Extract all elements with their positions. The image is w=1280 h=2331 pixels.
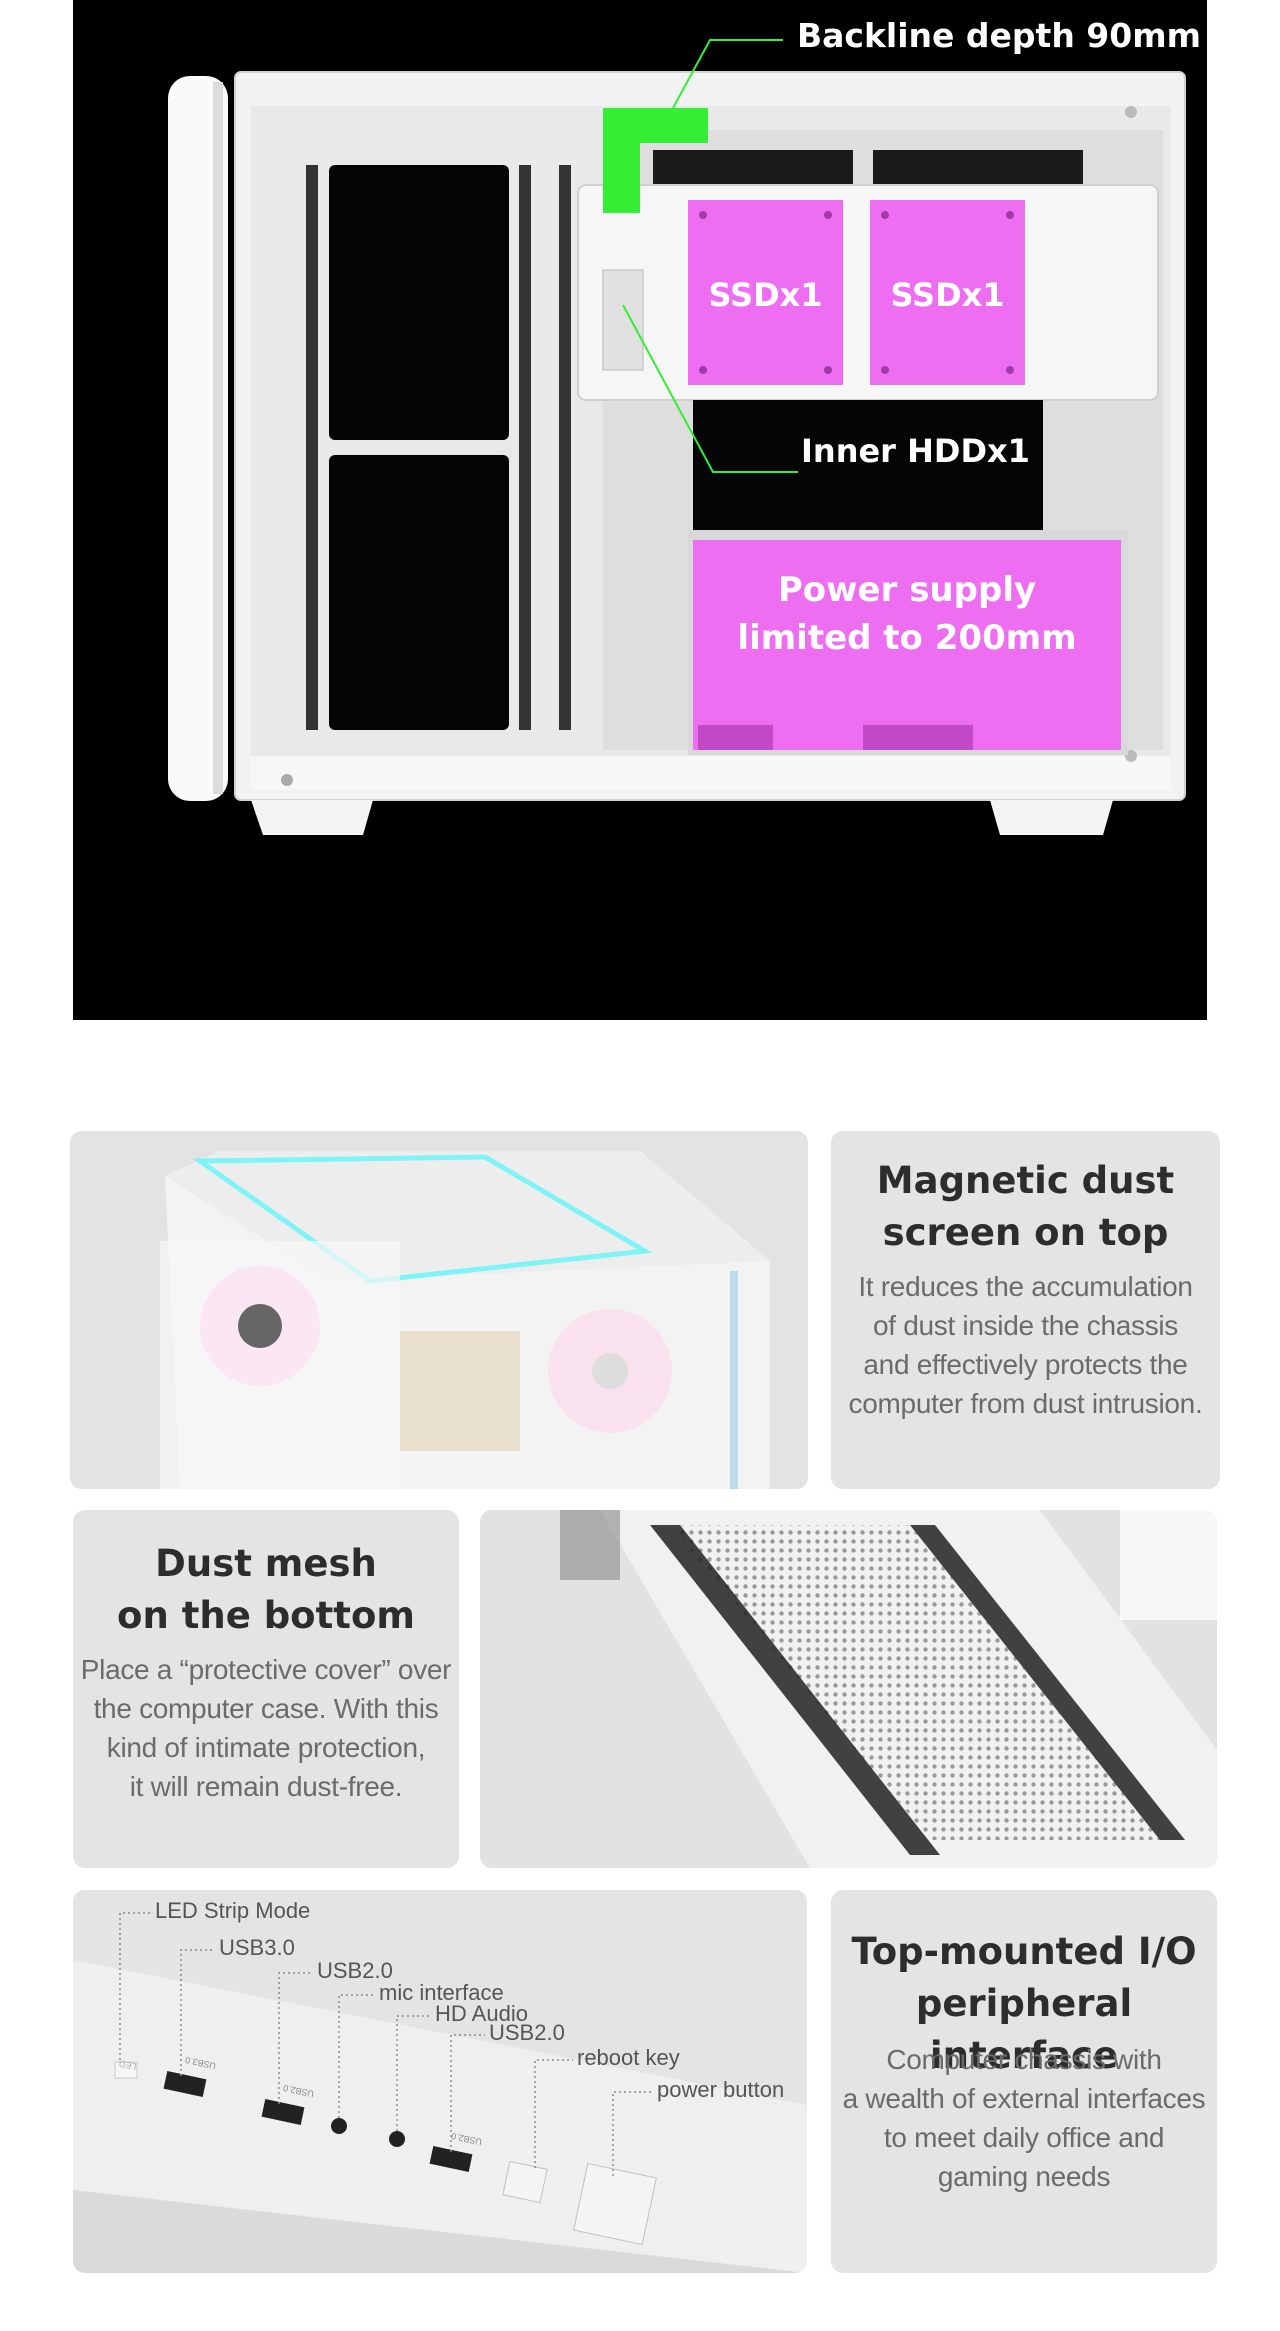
psu-area — [693, 540, 1121, 750]
usb2-port-b — [429, 2146, 473, 2172]
io-text-card: Top-mounted I/O peripheral interface Com… — [831, 1890, 1217, 2273]
dust-mesh-title: Dust mesh on the bottom — [117, 1542, 415, 1637]
led-button — [114, 2061, 138, 2079]
ssd-bracket — [577, 184, 1159, 401]
ssd-slot-a — [688, 200, 843, 385]
psu-label: Power supply limited to 200mm — [693, 566, 1121, 662]
io-label-reboot: reboot key — [577, 2045, 680, 2070]
io-label-usb2b: USB2.0 — [489, 2020, 565, 2045]
usb3-port — [163, 2071, 207, 2097]
io-label-led: LED Strip Mode — [155, 1898, 311, 1923]
io-description: Computer chassis with a wealth of extern… — [842, 2044, 1206, 2192]
chassis-top-view-image — [70, 1131, 808, 1489]
io-image-card: LED Strip Mode USB3.0 USB2.0 mic interfa… — [73, 1890, 807, 2273]
hero-diagram: Backline depth 90mm SSDx1 SSDx1 Inner HD… — [73, 0, 1207, 1020]
io-label-hd-audio: HD Audio — [435, 2001, 528, 2026]
chassis-side-view — [168, 39, 1186, 835]
psu-label-line1: Power supply — [777, 570, 1037, 610]
hdd-label: Inner HDDx1 — [801, 432, 1030, 470]
chassis-bottom-mesh-image — [480, 1510, 1217, 1868]
ssd-label-a: SSDx1 — [708, 276, 823, 314]
power-button-shape — [573, 2162, 657, 2246]
io-label-mic: mic interface — [379, 1980, 504, 2005]
backline-label: Backline depth 90mm — [797, 16, 1201, 55]
hdd-leader — [622, 304, 798, 473]
usb2-port-a — [261, 2099, 305, 2125]
magnetic-dust-description: It reduces the accumulation of dust insi… — [848, 1271, 1203, 1419]
io-label-usb3: USB3.0 — [219, 1935, 295, 1960]
magnetic-dust-image-card — [70, 1131, 808, 1489]
dust-mesh-description: Place a “protective cover” over the comp… — [80, 1654, 452, 1802]
backline-leader — [672, 39, 783, 109]
right-foot — [990, 800, 1113, 835]
ssd-label-b: SSDx1 — [890, 276, 1005, 314]
dust-mesh-text-card: Dust mesh on the bottom Place a “protect… — [73, 1510, 459, 1868]
mic-jack — [331, 2118, 347, 2134]
hdd-bay — [693, 400, 1043, 530]
left-foot — [251, 800, 373, 835]
audio-jack — [389, 2131, 405, 2147]
backline-marker — [603, 108, 708, 213]
psu-label-line2: limited to 200mm — [737, 618, 1077, 658]
magnetic-dust-title: Magnetic dust screen on top — [876, 1159, 1175, 1254]
fan-cutout-bottom — [329, 455, 509, 730]
io-label-power: power button — [657, 2077, 785, 2102]
mesh-filter — [670, 1525, 1160, 1840]
io-panel-image — [73, 1890, 807, 2273]
fan-cutout-top — [329, 165, 509, 440]
dust-mesh-image-card — [480, 1510, 1217, 1868]
reboot-button — [502, 2160, 548, 2204]
magnetic-dust-text-card: Magnetic dust screen on top It reduces t… — [831, 1131, 1220, 1489]
io-title: Top-mounted I/O peripheral interface — [851, 1930, 1197, 2077]
io-label-usb2a: USB2.0 — [317, 1958, 393, 1983]
ssd-slot-b — [870, 200, 1025, 385]
